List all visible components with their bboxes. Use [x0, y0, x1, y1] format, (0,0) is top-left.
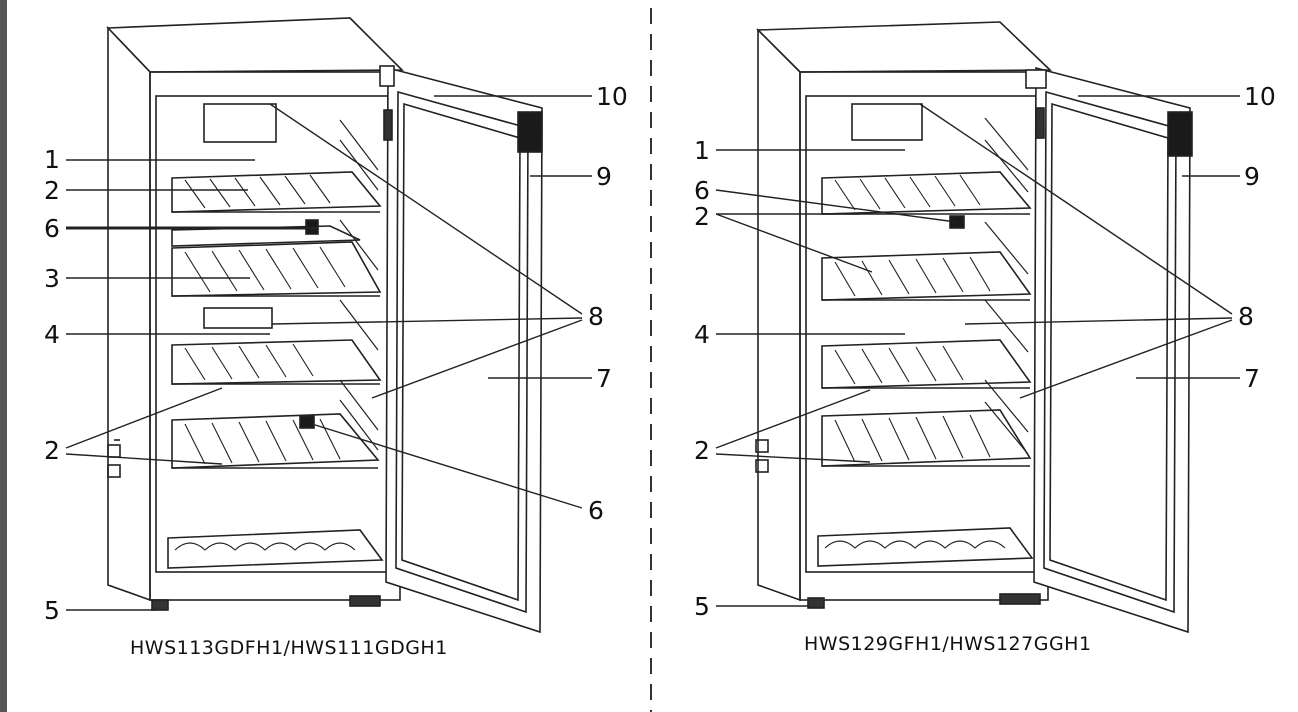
callout-4-right: 4 — [694, 320, 710, 349]
callout-8: 8 — [588, 302, 604, 331]
callout-2-right: 2 — [694, 202, 710, 231]
callout-3: 3 — [44, 264, 60, 293]
left-page-border — [0, 0, 7, 712]
callout-7: 7 — [596, 364, 612, 393]
callout-5-right: 5 — [694, 592, 710, 621]
callout-2-right-lower: 2 — [694, 436, 710, 465]
callout-6: 6 — [44, 214, 60, 243]
callout-6-lower: 6 — [588, 496, 604, 525]
callout-9: 9 — [596, 162, 612, 191]
callout-6-right: 6 — [694, 176, 710, 205]
callout-10: 10 — [596, 82, 628, 111]
left-model-caption: HWS113GDFH1/HWS111GDGH1 — [130, 637, 448, 659]
left-shelves — [167, 171, 384, 569]
callout-8-right: 8 — [1238, 302, 1254, 331]
callout-1: 1 — [44, 145, 60, 174]
callout-10-right: 10 — [1244, 82, 1276, 111]
right-shelves — [817, 171, 1034, 567]
right-model-caption: HWS129GFH1/HWS127GGH1 — [804, 633, 1092, 655]
callout-7-right: 7 — [1244, 364, 1260, 393]
callout-1-right: 1 — [694, 136, 710, 165]
right-leaders — [715, 95, 1240, 607]
callout-9-right: 9 — [1244, 162, 1260, 191]
left-cabinet — [106, 17, 543, 634]
callout-2: 2 — [44, 176, 60, 205]
callout-5: 5 — [44, 596, 60, 625]
callout-4: 4 — [44, 320, 60, 349]
left-leaders — [65, 95, 592, 611]
callout-2-lower: 2 — [44, 436, 60, 465]
right-cabinet — [755, 21, 1193, 634]
